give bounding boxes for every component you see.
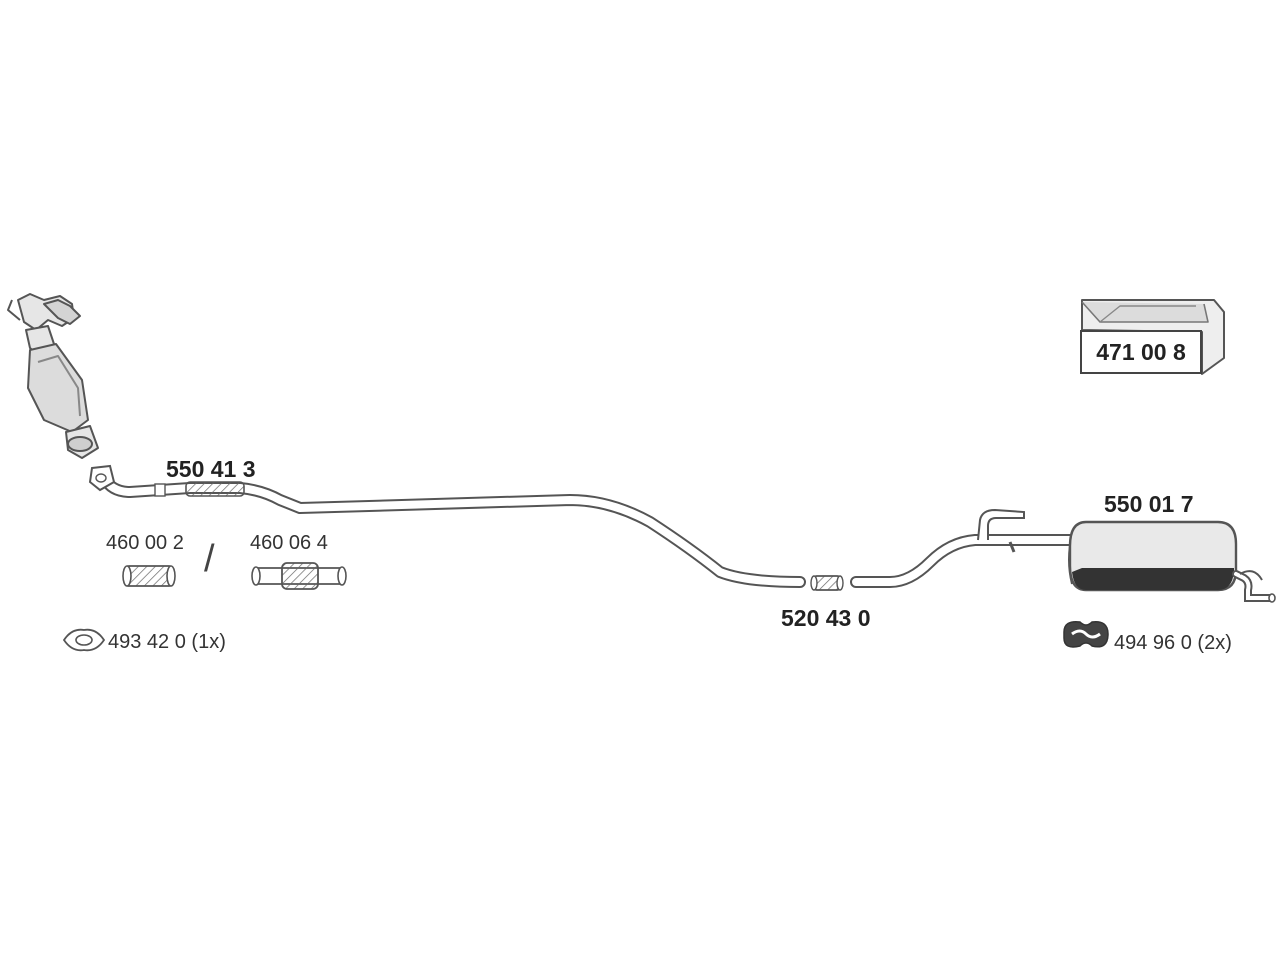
mounting-kit-box xyxy=(1081,299,1225,375)
part-number-rubber-hanger: 494 96 0 (2x) xyxy=(1114,632,1232,654)
flex-pipe-a-drawing xyxy=(122,565,176,587)
flex-pipe-b-drawing xyxy=(251,562,347,590)
part-number-rear-silencer: 550 01 7 xyxy=(1104,491,1194,517)
part-number-front-pipe: 550 41 3 xyxy=(166,456,256,482)
part-number-flex-pipe-b: 460 06 4 xyxy=(250,532,328,554)
part-number-flex-pipe-a: 460 00 2 xyxy=(106,532,184,554)
front-pipe xyxy=(88,464,806,588)
separator-slash: / xyxy=(204,538,215,580)
part-number-clamp: 520 43 0 xyxy=(781,605,871,631)
rear-silencer-drawing xyxy=(850,508,1276,603)
part-number-gasket: 493 42 0 (1x) xyxy=(108,631,226,653)
part-number-mounting-kit: 471 00 8 xyxy=(1080,330,1202,374)
gasket-drawing xyxy=(62,628,106,652)
clamp-drawing xyxy=(810,575,844,591)
manifold-catalytic-converter xyxy=(7,293,99,459)
rubber-hanger-drawing xyxy=(1063,620,1109,648)
